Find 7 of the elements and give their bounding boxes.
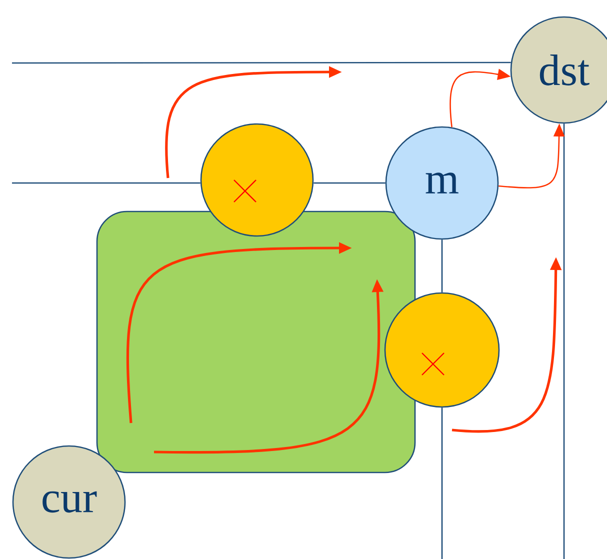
grid-line [11, 182, 386, 184]
grid-line [441, 239, 443, 559]
blocked-circle [384, 292, 500, 408]
blocked-circle [200, 123, 314, 237]
grid-line [12, 62, 511, 64]
grid-line [563, 124, 565, 559]
region-box [96, 210, 416, 474]
